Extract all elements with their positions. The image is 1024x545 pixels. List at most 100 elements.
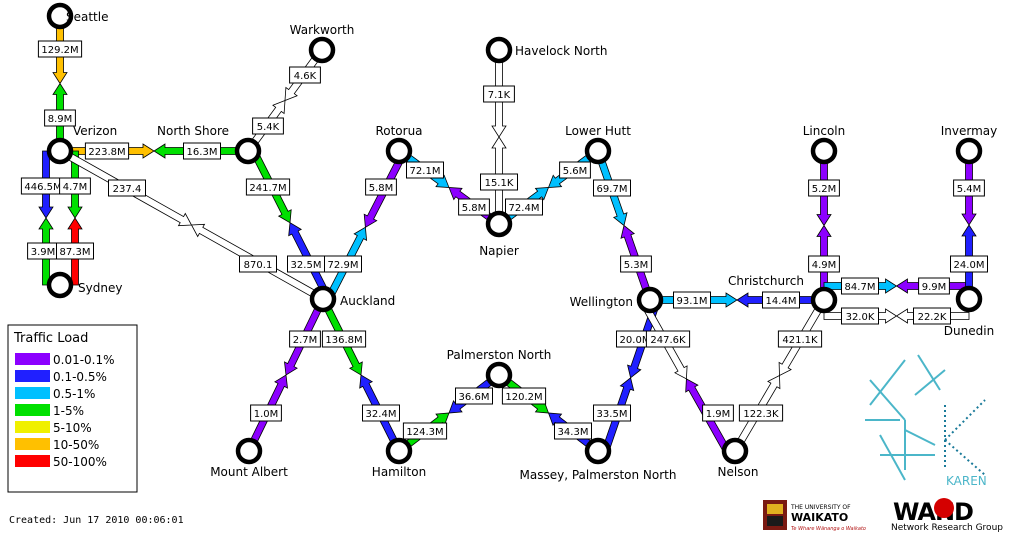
bandwidth-label: 15.1K	[480, 173, 518, 191]
bandwidth-label-box	[59, 177, 91, 195]
node-label: Napier	[479, 244, 519, 258]
node-circle-icon[interactable]	[810, 137, 838, 165]
node-circle-icon[interactable]	[46, 137, 74, 165]
bandwidth-label: 3.9M	[27, 242, 59, 260]
node-invermay[interactable]: Invermay	[941, 124, 998, 165]
node-lincoln[interactable]: Lincoln	[803, 124, 846, 165]
node-nelson[interactable]: Nelson	[718, 437, 759, 479]
legend-label: 10-50%	[53, 438, 99, 452]
bandwidth-value: 5.4K	[257, 122, 280, 133]
node-circle-icon[interactable]	[721, 437, 749, 465]
bandwidth-value: 9.9M	[922, 282, 947, 293]
node-circle-icon[interactable]	[636, 286, 664, 314]
node-circle-icon[interactable]	[810, 286, 838, 314]
bandwidth-label-box	[455, 387, 493, 405]
bandwidth-label-box	[289, 330, 321, 348]
bandwidth-value: 72.9M	[328, 260, 359, 271]
node-dunedin[interactable]: Dunedin	[944, 285, 994, 338]
bandwidth-value: 69.7M	[597, 184, 628, 195]
bandwidth-label: 122.3K	[738, 404, 784, 422]
node-label: Lincoln	[803, 124, 846, 138]
node-massey[interactable]: Massey, Palmerston North	[520, 437, 677, 482]
node-lowerhutt[interactable]: Lower Hutt	[565, 124, 631, 165]
node-rotorua[interactable]: Rotorua	[375, 124, 423, 165]
legend-item: 10-50%	[15, 438, 99, 452]
bandwidth-label-box	[501, 387, 547, 405]
node-circle-icon[interactable]	[584, 137, 612, 165]
node-circle-icon[interactable]	[308, 36, 336, 64]
node-label: Verizon	[73, 124, 117, 138]
bandwidth-label-box	[808, 255, 840, 273]
legend-swatch	[15, 455, 50, 467]
node-christchurch[interactable]: Christchurch	[728, 274, 838, 314]
bandwidth-value: 120.2M	[505, 392, 542, 403]
node-circle-icon[interactable]	[584, 437, 612, 465]
node-wellington[interactable]: Wellington	[570, 286, 664, 314]
node-circle-icon[interactable]	[485, 361, 513, 389]
bandwidth-value: 22.2K	[918, 312, 947, 323]
bandwidth-label: 247.6K	[645, 330, 691, 348]
node-havelock[interactable]: Havelock North	[485, 36, 607, 64]
node-circle-icon[interactable]	[385, 437, 413, 465]
bandwidth-label-box	[673, 291, 711, 309]
legend-label: 0.1-0.5%	[53, 370, 107, 384]
node-circle-icon[interactable]	[485, 210, 513, 238]
legend-swatch	[15, 404, 50, 416]
node-sydney[interactable]: Sydney	[46, 271, 122, 299]
node-auckland[interactable]: Auckland	[309, 285, 395, 313]
node-northshore[interactable]: North Shore	[157, 124, 262, 165]
bandwidth-label-box	[913, 307, 951, 325]
bandwidth-label: 72.4M	[505, 198, 543, 216]
node-mtalbert[interactable]: Mount Albert	[210, 437, 288, 479]
node-hamilton[interactable]: Hamilton	[372, 437, 426, 479]
bandwidth-label: 7.1K	[483, 85, 515, 103]
bandwidth-label-box	[321, 330, 367, 348]
legend-item: 0.01-0.1%	[15, 353, 115, 367]
node-label: Wellington	[570, 295, 633, 309]
bandwidth-label: 129.2M	[37, 40, 83, 58]
bandwidth-label-box	[918, 277, 950, 295]
node-circle-icon[interactable]	[235, 437, 263, 465]
bandwidth-label: 5.2M	[808, 179, 840, 197]
bandwidth-label-box	[252, 117, 284, 135]
bandwidth-value: 1.0M	[254, 409, 279, 420]
node-warkworth[interactable]: Warkworth	[290, 23, 355, 64]
bandwidth-value: 5.3M	[624, 260, 649, 271]
legend-item: 1-5%	[15, 404, 84, 418]
node-verizon[interactable]: Verizon	[46, 124, 117, 165]
node-label: Lower Hutt	[565, 124, 631, 138]
node-circle-icon[interactable]	[385, 137, 413, 165]
node-napier[interactable]: Napier	[479, 210, 519, 258]
legend-swatch	[15, 370, 50, 382]
node-circle-icon[interactable]	[46, 271, 74, 299]
bandwidth-value: 247.6K	[650, 335, 686, 346]
bandwidth-label-box	[480, 173, 518, 191]
bandwidth-value: 446.5M	[24, 182, 61, 193]
bandwidth-label: 8.9M	[44, 109, 76, 127]
bandwidth-label: 84.7M	[841, 277, 879, 295]
node-seattle[interactable]: Seattle	[46, 2, 108, 30]
bandwidth-label-box	[593, 179, 631, 197]
node-palmnorth[interactable]: Palmerston North	[447, 348, 552, 389]
bandwidth-value: 72.1M	[410, 166, 441, 177]
bandwidth-label: 36.6M	[455, 387, 493, 405]
node-label: Hamilton	[372, 465, 426, 479]
node-circle-icon[interactable]	[234, 137, 262, 165]
node-circle-icon[interactable]	[309, 285, 337, 313]
wand-subtitle: Network Research Group	[891, 523, 1003, 533]
bandwidth-value: 36.6M	[459, 392, 490, 403]
bandwidth-value: 87.3M	[60, 247, 91, 258]
bandwidth-value: 72.4M	[509, 203, 540, 214]
node-circle-icon[interactable]	[485, 36, 513, 64]
bandwidth-value: 2.7M	[293, 335, 318, 346]
legend-items: 0.01-0.1%0.1-0.5%0.5-1%1-5%5-10%10-50%50…	[15, 353, 115, 469]
node-circle-icon[interactable]	[955, 137, 983, 165]
bandwidth-label: 421.1K	[777, 330, 823, 348]
node-circle-icon[interactable]	[955, 285, 983, 313]
node-circle-icon[interactable]	[46, 2, 74, 30]
node-label: Nelson	[718, 465, 759, 479]
